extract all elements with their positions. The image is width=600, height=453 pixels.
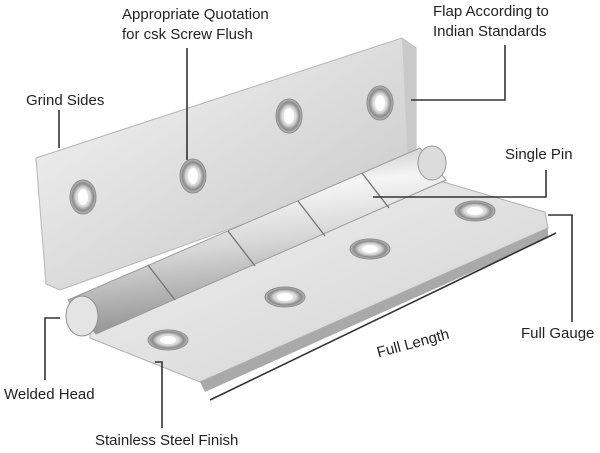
label-stainless-finish: Stainless Steel Finish (95, 432, 239, 449)
label-quotation-line1: Appropriate Quotation (122, 6, 269, 23)
front-leaf-edge (200, 228, 548, 392)
full-length-dimension (209, 232, 557, 401)
welded-head-cap (65, 295, 99, 337)
label-quotation-line2: for csk Screw Flush (122, 26, 253, 43)
back-leaf-edge (402, 38, 416, 164)
leader-welded-head (44, 317, 60, 380)
label-flap-line1: Flap According to (433, 3, 549, 20)
label-flap-line2: Indian Standards (433, 23, 547, 40)
label-welded-head: Welded Head (4, 386, 95, 403)
leader-flap (411, 45, 506, 101)
label-full-gauge: Full Gauge (521, 325, 595, 342)
hinge-knuckle (65, 145, 447, 337)
back-leaf-holes (69, 85, 394, 215)
label-grind-sides: Grind Sides (26, 92, 105, 109)
leader-stainless (155, 361, 163, 428)
leader-lines (44, 45, 573, 428)
label-single-pin: Single Pin (505, 146, 573, 163)
leader-single-pin (373, 170, 547, 198)
leader-full-gauge (548, 214, 573, 322)
front-leaf-holes (147, 200, 496, 351)
